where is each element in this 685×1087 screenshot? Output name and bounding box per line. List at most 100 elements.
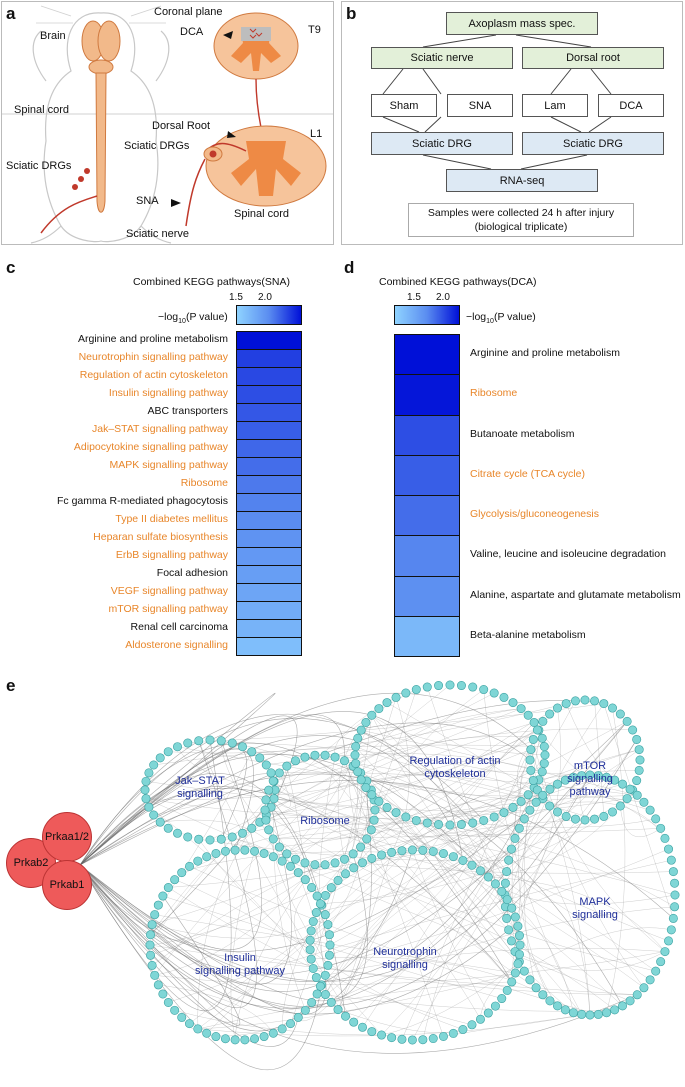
- cluster-neuro-line-1: Neurotrophin: [373, 946, 437, 958]
- cluster-jak-line-2: signalling: [177, 788, 223, 800]
- chart-d-scale-pre: −log: [466, 311, 487, 323]
- panel-c-letter: c: [6, 258, 16, 277]
- pathway-label: Butanoate metabolism: [470, 427, 575, 440]
- label-dorsal-root: Dorsal Root: [152, 120, 211, 132]
- cluster-label-actin: Regulation of actin cytoskeleton: [400, 755, 510, 781]
- label-sna: SNA: [136, 195, 159, 207]
- heatmap-cell: [236, 637, 302, 656]
- heatmap-cell: [236, 511, 302, 530]
- box-lam: Lam: [522, 94, 588, 117]
- heatmap-cell: [236, 583, 302, 602]
- pathway-label: Glycolysis/gluconeogenesis: [470, 508, 599, 521]
- heatmap-cell: [236, 367, 302, 386]
- panel-b-connectors: [382, 34, 612, 170]
- heatmap-cell: [394, 374, 460, 416]
- label-dca: DCA: [180, 26, 204, 38]
- chart-c-scale-sub: 10: [178, 318, 186, 326]
- heatmap-cell: [236, 547, 302, 566]
- cluster-ribosome-line-1: Ribosome: [300, 815, 350, 827]
- pathway-label: ErbB signalling pathway: [115, 549, 228, 561]
- note-line-2: (biological triplicate): [474, 221, 568, 233]
- pathway-label: Adipocytokine signalling pathway: [73, 441, 228, 453]
- pathway-label: Valine, leucine and isoleucine degradati…: [470, 548, 666, 561]
- hub-node-prkab1: Prkab1: [42, 860, 92, 910]
- pathway-label: Fc gamma R-mediated phagocytosis: [57, 495, 228, 507]
- cluster-insulin-line-2: signalling pathway: [195, 965, 285, 977]
- label-coronal-plane: Coronal plane: [154, 6, 223, 18]
- heatmap-cell: [394, 414, 460, 456]
- hub-node-prkaa1-2: Prkaa1/2: [42, 812, 92, 862]
- pathway-label: Beta-alanine metabolism: [470, 628, 586, 641]
- heatmap-cell: [394, 615, 460, 657]
- label-t9: T9: [308, 24, 321, 36]
- heatmap-cell: [394, 334, 460, 376]
- cluster-insulin-line-1: Insulin: [224, 952, 256, 964]
- cluster-mtor-line-1: mTOR: [573, 760, 607, 772]
- chart-d-scale-sub: 10: [486, 318, 494, 326]
- box-rna-seq: RNA-seq: [446, 169, 598, 192]
- box-sciatic-drg-left: Sciatic DRG: [371, 132, 513, 155]
- pathway-label: Renal cell carcinoma: [130, 621, 228, 633]
- heatmap-cell: [236, 457, 302, 476]
- cluster-label-ribosome: Ribosome: [290, 815, 360, 828]
- box-sample-note: Samples were collected 24 h after injury…: [408, 203, 634, 237]
- heatmap-cell: [236, 529, 302, 548]
- heatmap-cell: [236, 349, 302, 368]
- cluster-actin-line-2: cytoskeleton: [424, 768, 486, 780]
- chart-c-title: Combined KEGG pathways(SNA): [133, 276, 290, 288]
- box-dorsal-root: Dorsal root: [522, 47, 664, 69]
- pathway-label: Insulin signalling pathway: [108, 387, 228, 399]
- chart-c-scale-label: −log10(P value): [158, 311, 228, 325]
- cluster-mapk-line-1: MAPK: [579, 896, 611, 908]
- heatmap-cell: [236, 403, 302, 422]
- label-brain: Brain: [40, 30, 66, 42]
- network-graph: [79, 680, 680, 1071]
- heatmap-cell: [394, 575, 460, 617]
- chart-c-tick-2: 2.0: [258, 292, 272, 303]
- box-sciatic-drg-right: Sciatic DRG: [522, 132, 664, 155]
- chart-d-colorbar: [394, 305, 460, 325]
- pathway-label: Heparan sulfate biosynthesis: [93, 531, 228, 543]
- chart-d-tick-2: 2.0: [436, 292, 450, 303]
- pathway-label: Type II diabetes mellitus: [115, 513, 228, 525]
- heatmap-cell: [394, 454, 460, 496]
- label-l1: L1: [310, 128, 323, 140]
- pathway-label: Jak–STAT signalling pathway: [92, 423, 228, 435]
- pathway-label: Arginine and proline metabolism: [78, 333, 228, 345]
- cluster-neuro-line-2: signalling: [382, 959, 428, 971]
- panel-a-illustration: [2, 5, 333, 244]
- cluster-label-neurotrophin: Neurotrophin signalling: [350, 946, 460, 972]
- panel-e-letter: e: [6, 676, 16, 695]
- pathway-label: Ribosome: [180, 477, 228, 489]
- panel-b-frame: [341, 1, 683, 245]
- pathway-label: Focal adhesion: [156, 567, 228, 579]
- box-axoplasm-mass-spec: Axoplasm mass spec.: [446, 12, 598, 35]
- cluster-label-mapk: MAPK signalling: [560, 896, 630, 922]
- label-spinal-cord-left: Spinal cord: [14, 104, 70, 116]
- pathway-label: ABC transporters: [147, 405, 228, 417]
- pathway-label: Arginine and proline metabolism: [470, 347, 620, 360]
- chart-d-scale-post: (P value): [493, 311, 536, 323]
- label-sciatic-nerve: Sciatic nerve: [126, 228, 189, 240]
- panel-d-letter: d: [344, 258, 355, 277]
- chart-d-heatmap: [394, 334, 460, 657]
- chart-d-tick-1: 1.5: [407, 292, 421, 303]
- box-sham: Sham: [371, 94, 437, 117]
- pathway-label: MAPK signalling pathway: [109, 459, 228, 471]
- panel-b-letter: b: [346, 4, 357, 23]
- cluster-jak-line-1: Jak–STAT: [175, 775, 225, 787]
- label-spinal-cord-right: Spinal cord: [234, 208, 290, 220]
- pathway-label: Neurotrophin signalling pathway: [78, 351, 228, 363]
- pathway-label: Aldosterone signalling: [125, 639, 228, 651]
- cluster-label-jak-stat: Jak–STAT signalling: [160, 775, 240, 801]
- pathway-label: Alanine, aspartate and glutamate metabol…: [470, 588, 681, 601]
- box-dca: DCA: [598, 94, 664, 117]
- heatmap-cell: [394, 495, 460, 537]
- chart-c-tick-1: 1.5: [229, 292, 243, 303]
- label-sciatic-drgs-right: Sciatic DRGs: [124, 140, 190, 152]
- cluster-mtor-line-3: pathway: [569, 786, 611, 798]
- note-line-1: Samples were collected 24 h after injury: [427, 207, 615, 219]
- cluster-mtor-line-2: signalling: [567, 773, 613, 785]
- pathway-label: mTOR signalling pathway: [108, 603, 228, 615]
